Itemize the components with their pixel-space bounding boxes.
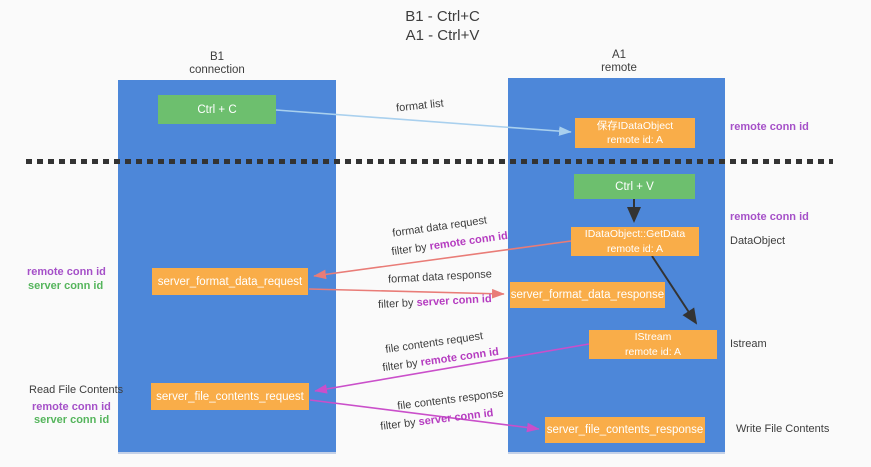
getdata-line2: remote id: A (606, 242, 664, 255)
title-line-2: A1 - Ctrl+V (405, 27, 480, 45)
format-data-response-label: format data response (387, 268, 493, 286)
filter-by-value: remote conn id (428, 229, 509, 253)
filter-by-prefix: filter by (390, 240, 431, 259)
saved-idataobject-line2: remote id: A (606, 134, 664, 146)
write-file-contents-annotation: Write File Contents (736, 423, 830, 435)
remote-conn-id-annotation-top: remote conn id (730, 121, 809, 133)
server-format-data-request-box: server_format_data_request (152, 268, 308, 295)
filter-by-prefix: filter by (377, 296, 417, 311)
left-server-conn-id-annotation-1: server conn id (28, 280, 104, 292)
istream-line1: IStream (634, 331, 672, 344)
filter-by-prefix: filter by (379, 416, 420, 433)
ctrl-v-label: Ctrl + V (615, 180, 654, 193)
column-b1-name: B1 (209, 51, 225, 63)
server-format-data-response-label: server_format_data_response (510, 289, 665, 301)
istream-box: IStream remote id: A (589, 330, 717, 359)
filter-by-value: server conn id (417, 407, 495, 429)
filter-by-server-conn-id-label-2: filter by server conn id (380, 407, 494, 433)
server-file-contents-response-label: server_file_contents_response (546, 424, 704, 436)
ctrl-v-box: Ctrl + V (574, 174, 695, 199)
copy-paste-separator-line (26, 159, 833, 164)
ctrl-c-box: Ctrl + C (158, 95, 276, 124)
istream-annotation: Istream (730, 338, 767, 350)
left-remote-conn-id-annotation-1: remote conn id (27, 266, 106, 278)
column-a1-role: remote (601, 62, 637, 75)
left-remote-conn-id-annotation-2: remote conn id (32, 401, 111, 413)
idataobject-getdata-box: IDataObject::GetData remote id: A (571, 227, 699, 256)
column-header-b1: B1 connection (157, 51, 277, 77)
title-line-1: B1 - Ctrl+C (405, 8, 480, 25)
dataobject-annotation: DataObject (730, 235, 786, 247)
saved-idataobject-box: 保存IDataObject remote id: A (575, 118, 695, 148)
getdata-line1: IDataObject::GetData (584, 228, 686, 241)
diagram-title: B1 - Ctrl+C A1 - Ctrl+V (0, 7, 871, 45)
istream-line2: remote id: A (624, 345, 682, 358)
column-header-a1: A1 remote (559, 49, 679, 75)
server-file-contents-request-label: server_file_contents_request (156, 390, 304, 403)
filter-by-value: server conn id (416, 293, 492, 309)
saved-idataobject-line1: 保存IDataObject (596, 119, 674, 132)
server-file-contents-response-box: server_file_contents_response (545, 417, 705, 443)
read-file-contents-annotation: Read File Contents (29, 384, 124, 396)
server-file-contents-request-box: server_file_contents_request (151, 383, 309, 410)
column-a1-name: A1 (611, 49, 627, 61)
server-format-data-request-label: server_format_data_request (157, 275, 303, 288)
filter-by-prefix: filter by (381, 356, 422, 375)
column-b1-role: connection (189, 64, 245, 77)
ctrl-c-label: Ctrl + C (197, 103, 237, 116)
left-server-conn-id-annotation-2: server conn id (34, 414, 110, 426)
filter-by-server-conn-id-label-1: filter by server conn id (378, 293, 492, 311)
remote-conn-id-annotation-mid: remote conn id (730, 211, 809, 223)
server-format-data-response-box: server_format_data_response (510, 282, 665, 308)
format-list-label: format list (395, 97, 445, 115)
